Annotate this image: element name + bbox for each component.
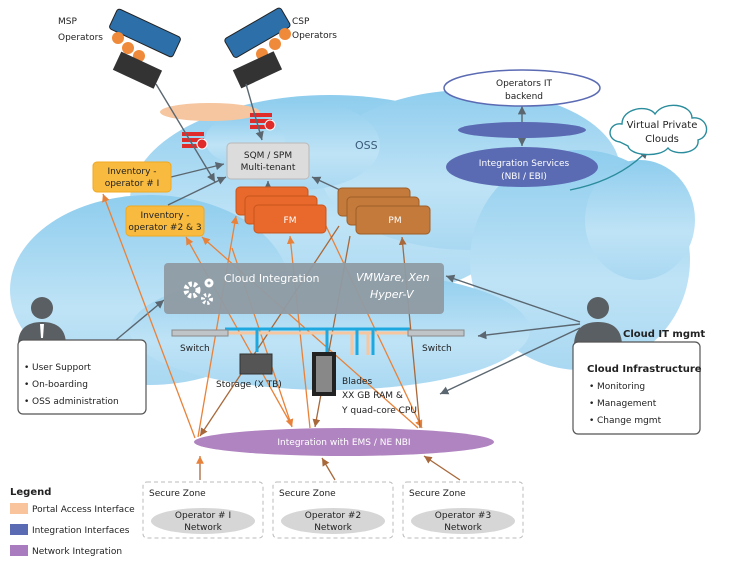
svg-text:Legend: Legend [10, 487, 51, 498]
svg-text:FM: FM [284, 216, 297, 226]
svg-text:Integration with EMS / NE NBI: Integration with EMS / NE NBI [277, 438, 410, 448]
legend-swatch-integration [10, 524, 28, 535]
switch-right[interactable]: Switch [407, 329, 465, 354]
svg-text:Switch: Switch [180, 344, 210, 354]
svg-text:Portal Access Interface: Portal Access Interface [32, 505, 135, 515]
storage-icon [239, 353, 273, 375]
inventory-operator-1-box[interactable]: Inventory -operator # I [92, 161, 172, 193]
svg-text:Secure Zone: Secure Zone [409, 489, 466, 499]
svg-text:Secure Zone: Secure Zone [149, 489, 206, 499]
svg-text:Switch: Switch [422, 344, 452, 354]
svg-text:Secure Zone: Secure Zone [279, 489, 336, 499]
network-cloud-icon [411, 508, 515, 534]
integration-services[interactable]: Integration Services(NBI / EBI) [446, 147, 598, 187]
svg-text:Inventory -operator #2 & 3: Inventory -operator #2 & 3 [128, 211, 201, 233]
network-bus [225, 327, 410, 355]
csp-operators-icon [224, 7, 291, 89]
integration-interface-ellipse [458, 122, 586, 138]
cloud-it-user-icon [574, 297, 622, 346]
svg-text:Storage (X TB): Storage (X TB) [216, 380, 282, 390]
svg-text:Integration Services(NBI / EBI: Integration Services(NBI / EBI) [479, 159, 570, 182]
svg-text:Cloud Infrastructure: Cloud Infrastructure [587, 364, 702, 375]
oss-label: OSS [355, 139, 378, 152]
ems-integration-ellipse[interactable]: Integration with EMS / NE NBI [194, 428, 494, 456]
svg-text:Cloud Integration: Cloud Integration [224, 272, 320, 285]
pm-module-stack[interactable]: PM [337, 187, 431, 235]
svg-text:PM: PM [388, 216, 401, 226]
svg-text:•••: ••• [24, 363, 29, 407]
svg-text:Network Integration: Network Integration [32, 547, 122, 557]
legend-swatch-network [10, 545, 28, 556]
legend-swatch-portal [10, 503, 28, 514]
legend: Legend Portal Access Interface Integrati… [10, 487, 135, 557]
svg-text:Integration Interfaces: Integration Interfaces [32, 526, 130, 536]
storage[interactable]: Storage (X TB) [216, 353, 282, 390]
network-cloud-icon [281, 508, 385, 534]
network-cloud-icon [151, 508, 255, 534]
firewall-icon [250, 113, 276, 131]
switch-left[interactable]: Switch [171, 329, 229, 354]
portal-access-ellipse [160, 103, 260, 121]
oss-admin-user-icon [18, 297, 66, 345]
svg-text:Inventory -operator # I: Inventory -operator # I [105, 167, 160, 189]
svg-text:•••: ••• [589, 382, 594, 426]
cloud-it-mgmt-label: Cloud IT mgmt [623, 329, 705, 340]
msp-operators-icon [109, 8, 181, 89]
gears-icon [183, 278, 214, 305]
inventory-operator-2-3-box[interactable]: Inventory -operator #2 & 3 [125, 205, 205, 237]
fm-module-stack[interactable]: FM [235, 186, 327, 234]
